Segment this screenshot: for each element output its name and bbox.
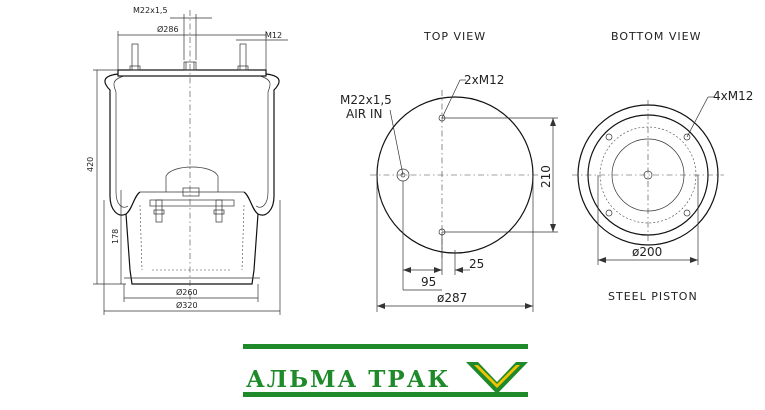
brand-logo: АЛЬМА ТРАК [243, 344, 528, 397]
top-thread-label: M22x1,5 [133, 6, 168, 15]
top-bolt-label: 2xM12 [464, 73, 504, 87]
offset-95-label: 95 [421, 275, 436, 289]
bolt-thread-label: M12 [265, 31, 282, 40]
brand-check-icon [466, 362, 528, 394]
bump-stop [165, 166, 219, 192]
brand-line-top [243, 344, 528, 349]
air-inlet-label: AIR IN [346, 107, 382, 121]
piston-bolts [153, 199, 225, 223]
bottom-bolt-label: 4xM12 [713, 89, 753, 103]
bolt-spacing-label: 210 [539, 165, 553, 188]
air-inlet-thread: M22x1,5 [340, 93, 392, 107]
top-view: TOP VIEW 2xM12 M22x1,5 AIR IN 210 9 [340, 30, 558, 312]
bellows-left [104, 73, 141, 216]
bellows-right [243, 73, 280, 216]
brand-name: АЛЬМА ТРАК [246, 366, 450, 393]
bottom-bolt-hole-1 [683, 133, 691, 141]
top-studs [129, 43, 249, 71]
height-label: 420 [86, 157, 95, 172]
bottom-bolt-hole-3 [605, 209, 613, 217]
piston [125, 213, 259, 285]
bottom-bolt-hole-4 [683, 209, 691, 217]
bottom-diameter-label: ø200 [632, 245, 662, 259]
bellows-diameter-label: Ø320 [176, 300, 198, 310]
side-view: M22x1,5 Ø286 M12 420 178 Ø260 Ø320 [86, 6, 288, 315]
top-plate [117, 69, 267, 77]
bottom-bolt-hole-2 [605, 133, 613, 141]
piston-diameter-label: Ø260 [176, 287, 198, 297]
top-diameter-label: Ø286 [157, 24, 179, 34]
offset-25-label: 25 [469, 257, 484, 271]
top-view-title: TOP VIEW [423, 30, 486, 43]
top-diameter-label: ø287 [437, 291, 467, 305]
steel-piston-caption: STEEL PISTON [608, 290, 698, 303]
brand-line-bottom [243, 392, 528, 397]
bottom-view: BOTTOM VIEW 4xM12 ø200 STEEL PISTON [572, 30, 753, 303]
piston-height-label: 178 [111, 229, 120, 244]
bottom-view-title: BOTTOM VIEW [611, 30, 702, 43]
